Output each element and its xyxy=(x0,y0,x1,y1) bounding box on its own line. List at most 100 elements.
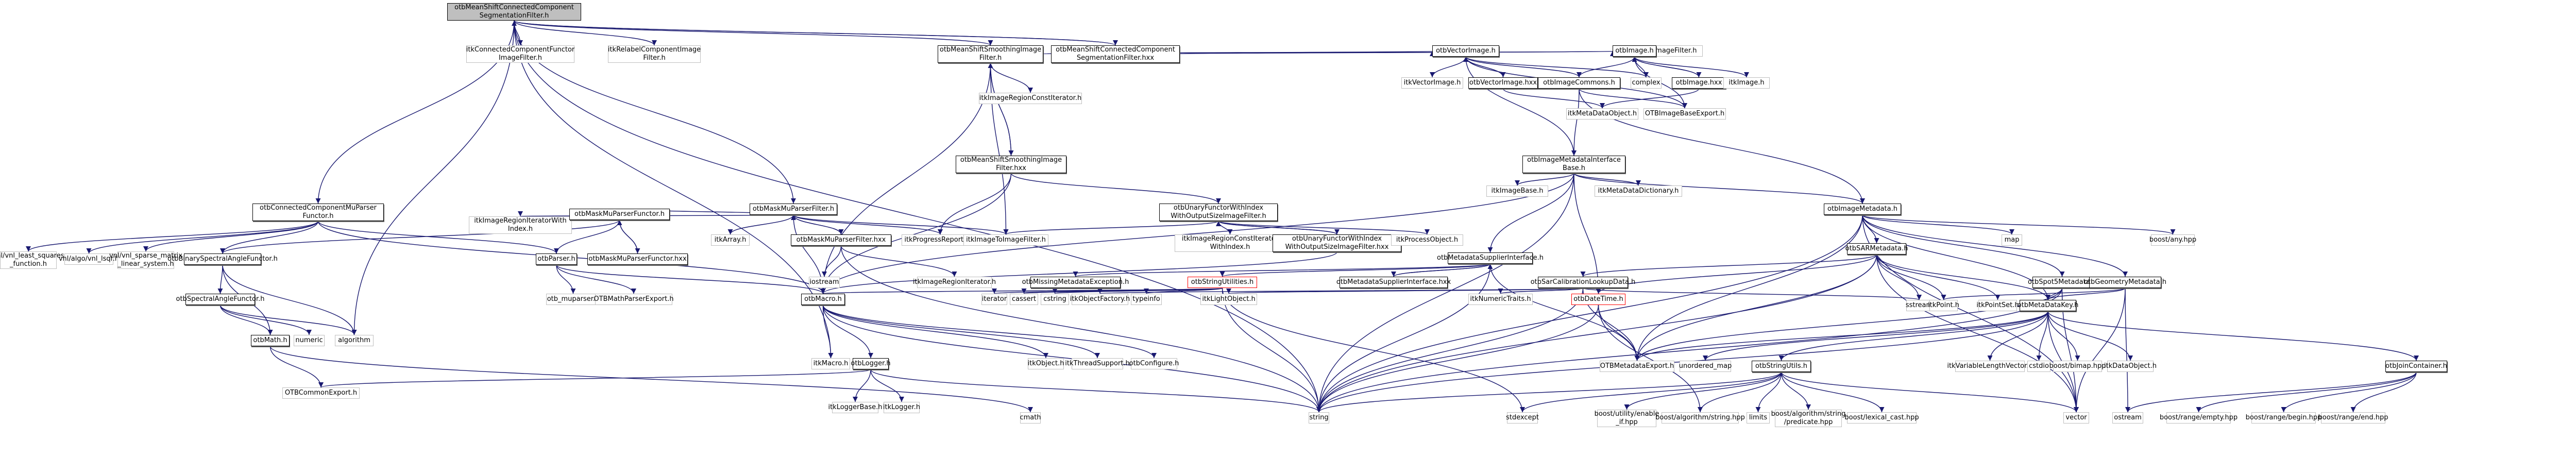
node-algorithm[interactable]: algorithm xyxy=(335,335,374,346)
node-sarcal[interactable]: otbSarCalibrationLookupData.h xyxy=(1531,277,1635,288)
node-binspectral[interactable]: otbBinarySpectralAngleFunctor.h xyxy=(167,253,278,265)
node-rangeend[interactable]: boost/range/end.hpp xyxy=(2318,412,2388,424)
node-commonexport[interactable]: OTBCommonExport.h xyxy=(282,387,360,399)
node-otbparser[interactable]: otbParser.h xyxy=(536,253,577,265)
node-imgtoimg[interactable]: itkImageToImageFilter.h xyxy=(963,234,1048,246)
node-imgcommons[interactable]: otbImageCommons.h xyxy=(1538,77,1620,89)
node-rangebegin[interactable]: boost/range/begin.hpp xyxy=(2246,412,2321,424)
node-lightobj[interactable]: itkLightObject.h xyxy=(1200,294,1257,305)
node-regconstit[interactable]: itkImageRegionConstIterator.h xyxy=(979,93,1082,104)
node-unaryfunctor_h[interactable]: otbUnaryFunctorWithIndex WithOutputSizeI… xyxy=(1159,204,1278,221)
node-missingmeta[interactable]: otbMissingMetadataException.h xyxy=(1022,277,1129,288)
node-itklogger[interactable]: itkLogger.h xyxy=(883,402,920,413)
node-ostream[interactable]: ostream xyxy=(2112,412,2143,424)
node-cstring[interactable]: cstring xyxy=(1041,294,1069,305)
node-bimap[interactable]: boost/bimap.hpp xyxy=(2049,361,2106,372)
node-mssif_hxx[interactable]: otbMeanShiftSmoothingImage Filter.hxx xyxy=(956,156,1066,173)
node-maskmufilter[interactable]: otbMaskMuParserFilter.h xyxy=(750,204,837,215)
node-otblogger[interactable]: otbLogger.h xyxy=(851,358,891,369)
node-itkobject[interactable]: itkObject.h xyxy=(1028,358,1064,369)
node-otbmath[interactable]: otbMath.h xyxy=(251,335,290,346)
node-processobj[interactable]: itkProcessObject.h xyxy=(1391,234,1463,246)
node-spectral[interactable]: otbSpectralAngleFunctor.h xyxy=(176,294,264,305)
node-mdkey[interactable]: otbMetaDataKey.h xyxy=(2018,300,2078,311)
node-otbconfigure[interactable]: otbConfigure.h xyxy=(1129,358,1179,369)
node-itkpointset[interactable]: itkPointSet.h xyxy=(1976,300,2019,311)
node-itkpoint[interactable]: itkPoint.h xyxy=(1928,300,1959,311)
node-root[interactable]: otbMeanShiftConnectedComponent Segmentat… xyxy=(447,3,581,21)
node-cmath[interactable]: cmath xyxy=(1020,412,1041,424)
node-maskmufunctor[interactable]: otbMaskMuParserFunctor.h xyxy=(569,209,670,220)
node-lexcast[interactable]: boost/lexical_cast.hpp xyxy=(1844,412,1919,424)
node-unaryfunctor_hxx[interactable]: otbUnaryFunctorWithIndex WithOutputSizeI… xyxy=(1273,234,1401,252)
node-unordered_map[interactable]: unordered_map xyxy=(1679,361,1732,372)
node-dataobj[interactable]: itkDataObject.h xyxy=(2104,361,2157,372)
node-spot5[interactable]: otbSpot5Metadata.h xyxy=(2028,277,2096,288)
node-itkimagebase[interactable]: itkImageBase.h xyxy=(1486,185,1548,197)
node-sarmetadata[interactable]: otbSARMetadata.h xyxy=(1845,243,1908,255)
node-msccs_hxx[interactable]: otbMeanShiftConnectedComponent Segmentat… xyxy=(1051,45,1180,63)
node-string[interactable]: string xyxy=(1309,412,1329,424)
node-vnl_lsf[interactable]: vnl/vnl_least_squares _function.h xyxy=(0,251,64,269)
node-algostring[interactable]: boost/algorithm/string.hpp xyxy=(1655,412,1745,424)
node-mssif_h[interactable]: otbMeanShiftSmoothingImage Filter.h xyxy=(938,45,1043,63)
node-numtraits[interactable]: itkNumericTraits.h xyxy=(1468,294,1533,305)
node-mdsi_hxx[interactable]: otbMetadataSupplierInterface.hxx xyxy=(1336,277,1451,288)
node-boostany[interactable]: boost/any.hpp xyxy=(2149,234,2196,246)
node-iostream[interactable]: iostream xyxy=(809,277,840,288)
node-threadsupport[interactable]: itkThreadSupport.h xyxy=(1065,358,1130,369)
node-metadatadict[interactable]: itkMetaDataDictionary.h xyxy=(1595,185,1682,197)
node-stringutils[interactable]: otbStringUtils.h xyxy=(1752,361,1811,372)
node-objfactory[interactable]: itkObjectFactory.h xyxy=(1070,294,1130,305)
node-mdexport[interactable]: OTBMetadataExport.h xyxy=(1600,361,1674,372)
node-cstdio[interactable]: cstdio xyxy=(2027,361,2050,372)
node-muparser[interactable]: otb_muparser.h xyxy=(546,294,600,305)
node-typeinfo[interactable]: typeinfo xyxy=(1131,294,1162,305)
node-regit[interactable]: itkImageRegionIterator.h xyxy=(913,277,996,288)
node-vnl_lsqr[interactable]: vnl/algo/vnl_lsqr.h xyxy=(59,253,119,265)
node-iterator[interactable]: iterator xyxy=(981,294,1007,305)
node-otbmacro[interactable]: otbMacro.h xyxy=(801,294,845,305)
node-vector[interactable]: vector xyxy=(2063,412,2089,424)
node-numeric[interactable]: numeric xyxy=(294,335,325,346)
node-mdsi_h[interactable]: otbMetadataSupplierInterface.h xyxy=(1437,252,1544,264)
node-imgbaseexport[interactable]: OTBImageBaseExport.h xyxy=(1643,108,1726,120)
node-imdib[interactable]: otbImageMetadataInterface Base.h xyxy=(1522,156,1625,173)
node-stdexcept[interactable]: stdexcept xyxy=(1506,412,1539,424)
node-otbvecimg[interactable]: otbVectorImage.h xyxy=(1432,45,1499,57)
node-otbvecimg_hxx[interactable]: otbVectorImage.hxx xyxy=(1468,77,1538,89)
node-rangeempty[interactable]: boost/range/empty.hpp xyxy=(2160,412,2238,424)
node-ccfunctor[interactable]: itkConnectedComponentFunctor ImageFilter… xyxy=(466,45,575,63)
node-datetime[interactable]: otbDateTime.h xyxy=(1571,294,1625,305)
node-itkmacro[interactable]: itkMacro.h xyxy=(811,358,850,369)
node-regconstitidx[interactable]: itkImageRegionConstIterator WithIndex.h xyxy=(1175,234,1285,252)
node-vnl_sparse[interactable]: vnl/vnl_sparse_matrix _linear_system.h xyxy=(109,251,182,269)
node-imagemetadata[interactable]: otbImageMetadata.h xyxy=(1824,204,1901,215)
node-sstream[interactable]: sstream xyxy=(1906,300,1933,311)
node-maskmufilter_hxx[interactable]: otbMaskMuParserFilter.hxx xyxy=(791,234,891,246)
node-mathparserexport[interactable]: OTBMathParserExport.h xyxy=(594,294,674,305)
node-itkarray[interactable]: itkArray.h xyxy=(711,234,750,246)
node-enableif[interactable]: boost/utility/enable _if.hpp xyxy=(1594,410,1659,427)
node-geommeta[interactable]: otbGeometryMetadata.h xyxy=(2084,277,2166,288)
node-relabel[interactable]: itkRelabelComponentImage Filter.h xyxy=(607,45,701,63)
node-regitwithidx[interactable]: itkImageRegionIteratorWith Index.h xyxy=(469,216,572,234)
node-joincontainer[interactable]: otbJoinContainer.h xyxy=(2385,361,2447,372)
node-map[interactable]: map xyxy=(2002,234,2022,246)
node-stringutilities[interactable]: otbStringUtilities.h xyxy=(1188,277,1257,288)
node-complex[interactable]: complex xyxy=(1631,77,1662,89)
node-otbimage[interactable]: otbImage.h xyxy=(1613,45,1656,57)
node-cassert[interactable]: cassert xyxy=(1010,294,1038,305)
node-progress[interactable]: itkProgressReporter.h xyxy=(902,234,979,246)
node-otbimage_hxx[interactable]: otbImage.hxx xyxy=(1672,77,1726,89)
node-itkvecimg[interactable]: itkVectorImage.h xyxy=(1401,77,1463,89)
node-loggerbase[interactable]: itkLoggerBase.h xyxy=(828,402,883,413)
node-ccmuparser[interactable]: otbConnectedComponentMuParser Functor.h xyxy=(252,204,384,221)
node-itkimage[interactable]: itkImage.h xyxy=(1723,77,1770,89)
node-maskmufunctor_hxx[interactable]: otbMaskMuParserFunctor.hxx xyxy=(587,253,688,265)
arrowhead-icon xyxy=(938,229,943,234)
node-metadataobj[interactable]: itkMetaDataObject.h xyxy=(1566,108,1638,120)
node-varlenvec[interactable]: itkVariableLengthVector.h xyxy=(1947,361,2033,372)
node-predicate[interactable]: boost/algorithm/string /predicate.hpp xyxy=(1771,410,1846,427)
node-limits[interactable]: limits xyxy=(1747,412,1770,424)
